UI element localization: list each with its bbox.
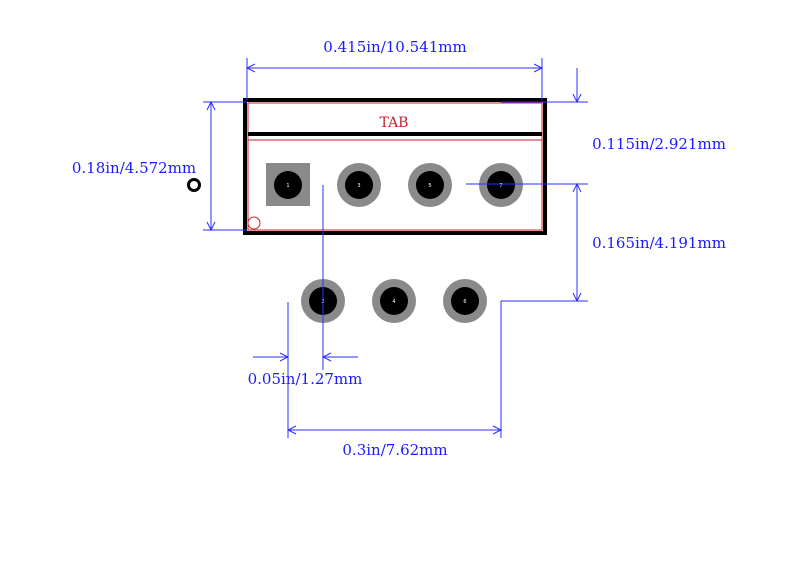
dim-body-height-label: 0.18in/4.572mm [72, 159, 196, 177]
drill-hole [416, 171, 444, 199]
pin1-marker [247, 216, 261, 230]
origin-marker-icon [187, 178, 201, 192]
pin-7: 7 [479, 163, 523, 207]
pin-number: 6 [463, 299, 466, 305]
pin-5: 5 [408, 163, 452, 207]
dim-pin-pitch: 0.05in/1.27mm [248, 185, 363, 388]
pin-4: 4 [372, 279, 416, 323]
drill-hole [451, 287, 479, 315]
dim-row-spacing: 0.165in/4.191mm [466, 182, 726, 303]
dim-tab-offset-label: 0.115in/2.921mm [592, 135, 726, 153]
dim-row-span: 0.3in/7.62mm [286, 301, 503, 459]
pin-number: 1 [286, 183, 289, 189]
silkscreen-outline [247, 102, 543, 231]
body-outline [243, 98, 547, 235]
drill-hole [274, 171, 302, 199]
drill-hole [345, 171, 373, 199]
pin-number: 3 [357, 183, 360, 189]
dim-tab-offset: 0.115in/2.921mm [501, 68, 726, 153]
pin-6: 6 [443, 279, 487, 323]
dim-body-width: 0.415in/10.541mm [245, 38, 544, 100]
pin-number: 7 [499, 183, 502, 189]
pin-1: 1 [266, 163, 310, 206]
pin-number: 4 [392, 299, 395, 305]
pin-number: 5 [428, 183, 431, 189]
dim-pin-pitch-label: 0.05in/1.27mm [248, 370, 363, 388]
pin-3: 3 [337, 163, 381, 207]
drill-hole [487, 171, 515, 199]
tab-label: TAB [380, 115, 409, 131]
dim-row-spacing-label: 0.165in/4.191mm [592, 234, 726, 252]
dim-body-height: 0.18in/4.572mm [72, 100, 247, 232]
dim-row-span-label: 0.3in/7.62mm [342, 441, 447, 459]
dim-body-width-label: 0.415in/10.541mm [323, 38, 466, 56]
drill-hole [380, 287, 408, 315]
